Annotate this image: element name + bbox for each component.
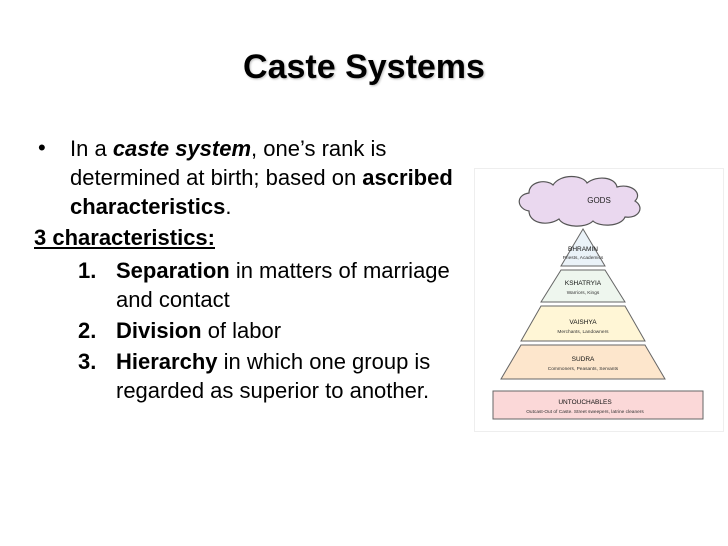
pyramid-tier-sudra: SUDRA Commoners, Peasants, Servants — [500, 344, 666, 380]
pyramid-tier-kshatryia: KSHATRYIA Warriors, Kings — [540, 269, 626, 303]
tier-name: UNTOUCHABLES — [558, 399, 612, 406]
tier-shape — [500, 344, 666, 380]
intro-term-caste-system: caste system — [112, 136, 252, 161]
list-item: 2. Division of labor — [34, 316, 464, 345]
cloud-shape — [518, 175, 641, 227]
cloud-label: GODS — [587, 196, 611, 205]
tier-name: SUDRA — [572, 356, 595, 363]
tier-name: BHRAMIN — [568, 246, 598, 253]
list-text: in matters of marriage and contact — [116, 258, 450, 312]
bullet-icon: • — [38, 135, 46, 160]
tier-desc: Commoners, Peasants, Servants — [548, 366, 619, 372]
list-number: 2. — [78, 318, 97, 343]
pyramid-tier-bhramin: BHRAMIN Priests, Academics — [560, 228, 606, 267]
tier-shape — [520, 305, 646, 342]
tier-desc: Merchants, Landowners — [557, 329, 609, 335]
intro-text-1: In a — [70, 136, 113, 161]
list-term: Division — [116, 318, 202, 343]
intro-bullet: • In a caste system, one’s rank is deter… — [34, 134, 464, 221]
caste-pyramid-diagram: GODS BHRAMIN Priests, Academics KSHATRYI… — [474, 168, 724, 432]
list-number: 3. — [78, 349, 97, 374]
pyramid-svg: GODS BHRAMIN Priests, Academics KSHATRYI… — [492, 175, 704, 420]
tier-name: KSHATRYIA — [565, 280, 602, 287]
intro-text-2: , one’s rank is determined at birth; bas… — [70, 136, 387, 190]
tier-shape — [540, 269, 626, 303]
list-item: 3. Hierarchy in which one group is regar… — [34, 347, 464, 405]
tier-shape — [560, 228, 606, 267]
characteristics-list: 1. Separation in matters of marriage and… — [34, 256, 464, 405]
list-text: in which one group is regarded as superi… — [116, 349, 431, 403]
tier-shape — [492, 390, 704, 420]
slide-body: • In a caste system, one’s rank is deter… — [34, 134, 464, 407]
intro-term-ascribed: ascribed characteristics — [70, 165, 453, 219]
list-text: of labor — [201, 318, 282, 343]
tier-desc: Outcast-Out of Caste. Street sweepers, l… — [526, 409, 644, 415]
tier-name: VAISHYA — [569, 319, 597, 326]
list-term: Hierarchy — [116, 349, 218, 374]
list-item: 1. Separation in matters of marriage and… — [34, 256, 464, 314]
intro-text-3: . — [225, 194, 232, 219]
gods-cloud: GODS — [518, 175, 641, 227]
characteristics-heading: 3 characteristics: — [34, 225, 215, 250]
pyramid-tier-untouchables: UNTOUCHABLES Outcast-Out of Caste. Stree… — [492, 390, 704, 420]
tier-desc: Warriors, Kings — [567, 290, 600, 296]
tier-desc: Priests, Academics — [563, 255, 604, 261]
pyramid-tier-vaishya: VAISHYA Merchants, Landowners — [520, 305, 646, 342]
list-number: 1. — [78, 258, 97, 283]
list-term: Separation — [116, 258, 230, 283]
slide-title: Caste Systems — [243, 48, 485, 86]
